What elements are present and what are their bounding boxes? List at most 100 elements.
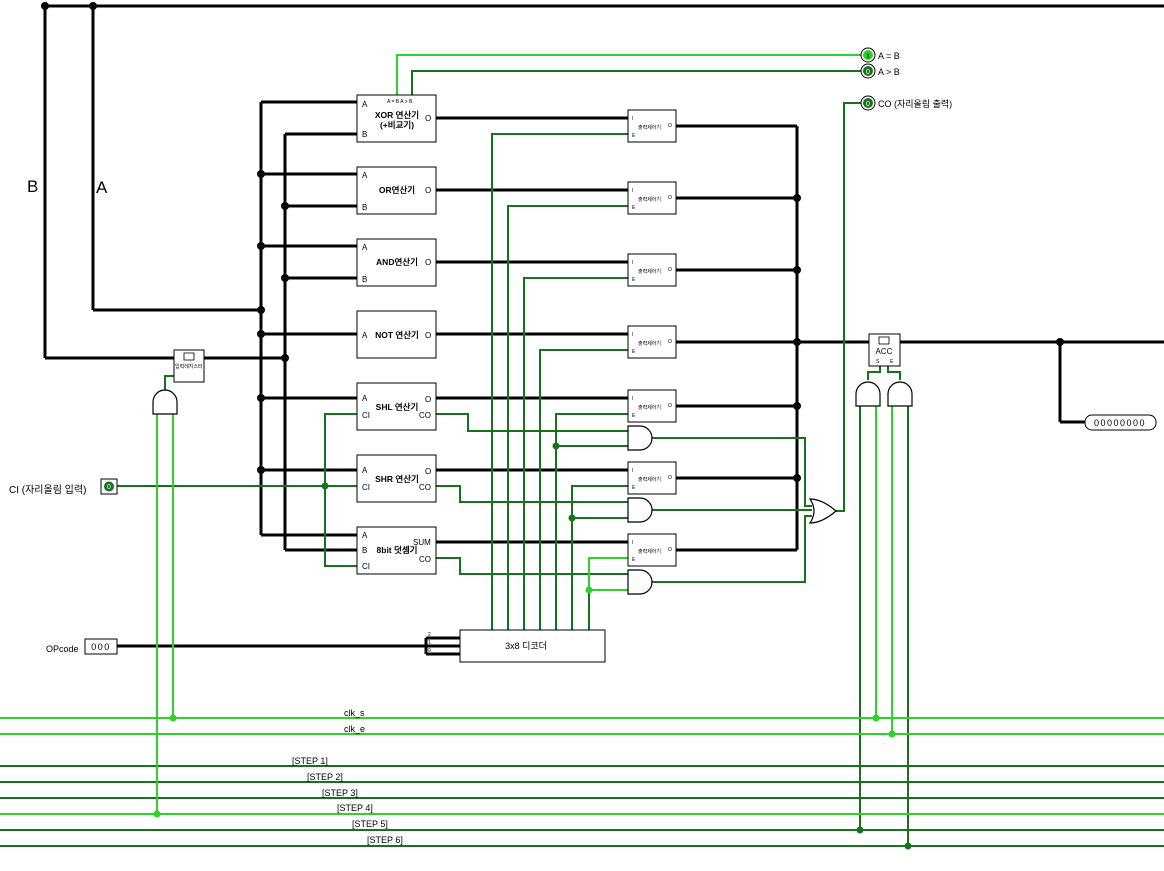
buffer-pin-o: O	[668, 403, 672, 409]
co-output: 0	[860, 95, 876, 111]
carry-and-gates	[627, 425, 653, 595]
shl-unit-label: SHL 연산기	[376, 402, 419, 412]
chip-icon	[878, 336, 890, 345]
decoder[interactable]: 2 1 0 3x8 디코더	[426, 629, 606, 663]
acc-label: ACC	[876, 347, 893, 356]
result-output: 00000000	[1084, 414, 1157, 431]
and-gate[interactable]	[627, 497, 653, 523]
pin-o: O	[425, 467, 431, 476]
and-unit[interactable]: A B AND연산기 O	[356, 238, 437, 287]
buffer-pin-o: O	[668, 339, 672, 345]
acc-pin-e: E	[890, 359, 894, 365]
or-gate[interactable]	[808, 498, 837, 524]
buffer-pin-i: I	[632, 116, 633, 122]
opcode-value: 000	[91, 642, 111, 652]
data-wires	[43, 4, 1164, 654]
and-gate[interactable]	[627, 569, 653, 595]
buffer-pin-e: E	[632, 485, 636, 491]
input-register[interactable]: 입력레지스터	[173, 349, 205, 383]
junction-dots	[41, 2, 1064, 850]
pin-ci: CI	[362, 562, 370, 571]
buffer-pin-o: O	[668, 123, 672, 129]
pin-o: O	[425, 114, 431, 123]
buffer-pin-e: E	[632, 557, 636, 563]
buffer-label: 출력제어기	[638, 404, 661, 411]
buffer-pin-e: E	[632, 205, 636, 211]
acc-register[interactable]: ACC S E	[868, 333, 901, 367]
pin-b: B	[362, 203, 367, 212]
buffer-pin-i: I	[632, 396, 633, 402]
gt-value: 0	[866, 69, 870, 76]
pin-ci: CI	[362, 483, 370, 492]
acc-and-gate-e[interactable]	[887, 381, 913, 407]
gt-output-label: A > B	[878, 67, 900, 77]
xor-unit[interactable]: A B A = B A > B XOR 연산기 (+비교기) O	[356, 94, 437, 143]
ci-value: 0	[107, 484, 111, 491]
xor-unit-label: XOR 연산기	[375, 110, 419, 120]
step1-label: [STEP 1]	[292, 756, 328, 766]
pin-b: B	[362, 130, 367, 139]
output-buffer[interactable]: I E 출력제어기 O	[627, 389, 677, 423]
input-register-label: 입력레지스터	[175, 363, 203, 370]
adder-unit[interactable]: A B CI 8bit 덧셈기 SUM CO	[356, 526, 437, 575]
pin-co: CO	[419, 411, 431, 420]
buffer-label: 출력제어기	[638, 196, 661, 203]
pin-b: B	[362, 275, 367, 284]
buffer-pin-i: I	[632, 260, 633, 266]
and-gate[interactable]	[627, 425, 653, 451]
pin-a: A	[362, 466, 368, 475]
or-unit[interactable]: A B OR연산기 O	[356, 166, 437, 215]
pin-o: O	[425, 331, 431, 340]
buffer-pin-o: O	[668, 475, 672, 481]
output-buffer[interactable]: I E 출력제어기 O	[627, 181, 677, 215]
output-buffer[interactable]: I E 출력제어기 O	[627, 325, 677, 359]
bus-b-label: B	[27, 177, 38, 196]
control-wires-inactive	[0, 70, 1164, 847]
output-buffer[interactable]: I E 출력제어기 O	[627, 461, 677, 495]
pin-ci: CI	[362, 411, 370, 420]
step5-label: [STEP 5]	[352, 819, 388, 829]
shl-unit[interactable]: A CI SHL 연산기 O CO	[356, 382, 437, 431]
output-buffer[interactable]: I E 출력제어기 O	[627, 533, 677, 567]
chip-icon	[183, 352, 195, 361]
ci-input-label: CI (자리올림 입력)	[9, 483, 86, 496]
pin-sum: SUM	[413, 538, 431, 547]
pin-a: A	[362, 171, 368, 180]
opcode-input[interactable]: 000	[84, 638, 118, 655]
eq-output-label: A = B	[878, 51, 900, 61]
and-unit-label: AND연산기	[376, 257, 418, 267]
result-value: 00000000	[1094, 418, 1146, 428]
pin-co: CO	[419, 483, 431, 492]
adder-unit-label: 8bit 덧셈기	[377, 545, 418, 555]
buffer-pin-i: I	[632, 188, 633, 194]
ci-input[interactable]: 0	[100, 478, 118, 495]
step2-label: [STEP 2]	[307, 772, 343, 782]
acc-pin-s: S	[876, 359, 880, 365]
buffer-pin-i: I	[632, 332, 633, 338]
buffer-label: 출력제어기	[638, 124, 661, 131]
buffer-pin-i: I	[632, 540, 633, 546]
buffer-pin-e: E	[632, 133, 636, 139]
gt-output: 0	[860, 63, 876, 79]
acc-and-gate-s[interactable]	[855, 381, 881, 407]
buffer-pin-e: E	[632, 349, 636, 355]
co-value: 0	[866, 101, 870, 108]
output-buffer[interactable]: I E 출력제어기 O	[627, 109, 677, 143]
shr-unit[interactable]: A CI SHR 연산기 O CO	[356, 454, 437, 503]
control-wires-active	[0, 54, 1164, 815]
clk-s-label: clk_s	[344, 708, 365, 718]
bus-a-label: A	[96, 178, 108, 197]
decoder-label: 3x8 디코더	[505, 641, 547, 651]
xor-top-pins: A = B A > B	[387, 99, 413, 105]
decoder-pin-0: 0	[428, 648, 431, 654]
pin-a: A	[362, 100, 368, 109]
not-unit-label: NOT 연산기	[375, 330, 419, 340]
not-unit[interactable]: A NOT 연산기 O	[356, 310, 437, 359]
register-and-gate[interactable]	[152, 389, 178, 415]
or-unit-label: OR연산기	[379, 185, 415, 195]
buffer-label: 출력제어기	[638, 268, 661, 275]
pin-o: O	[425, 395, 431, 404]
output-buffer[interactable]: I E 출력제어기 O	[627, 253, 677, 287]
buffer-pin-o: O	[668, 547, 672, 553]
buffer-pin-e: E	[632, 277, 636, 283]
